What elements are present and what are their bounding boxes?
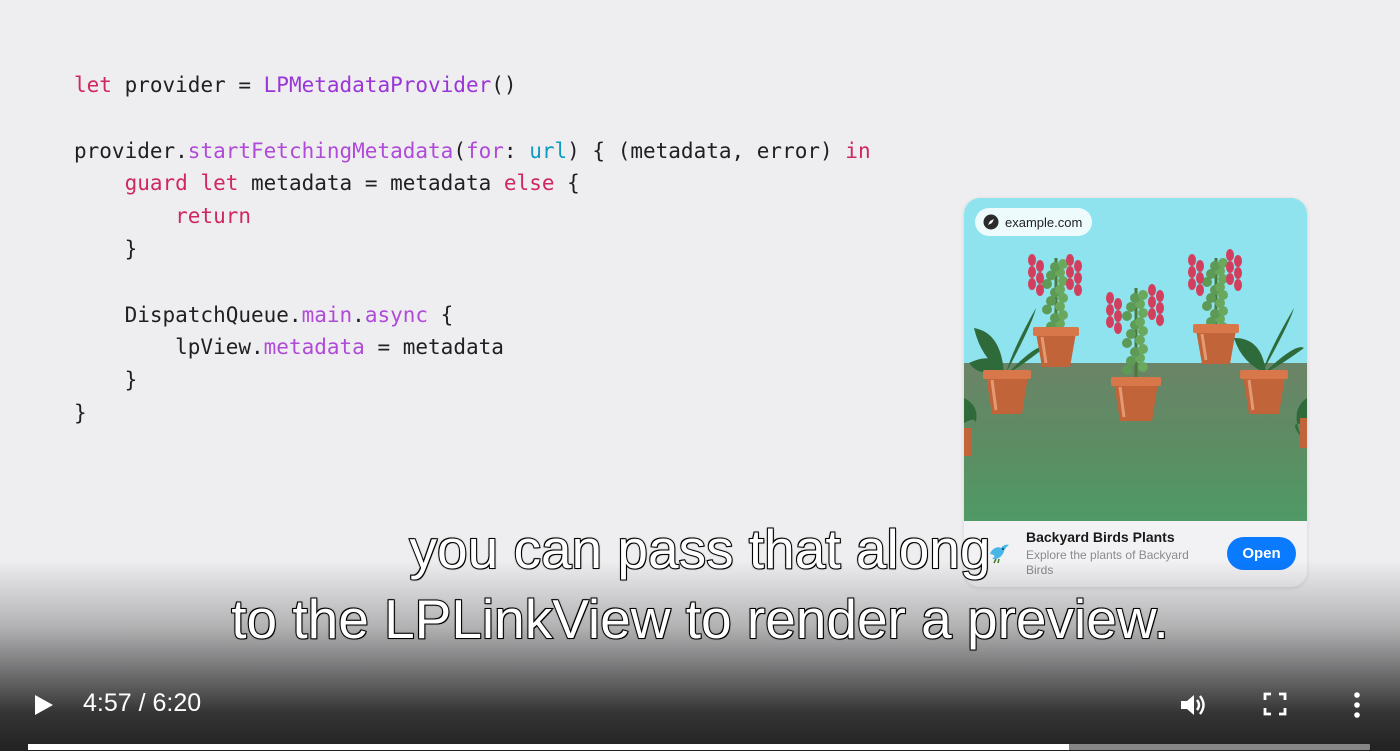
code-token: let — [74, 73, 112, 97]
progress-fill — [28, 744, 1070, 750]
code-line: return — [74, 200, 871, 233]
play-icon[interactable] — [30, 692, 56, 718]
code-token: ( — [453, 138, 466, 163]
code-line: } — [74, 364, 871, 397]
code-line: } — [74, 233, 871, 266]
code-token: startFetchingMetadata — [187, 138, 454, 163]
code-token: lpView. — [74, 335, 264, 360]
domain-pill: example.com — [975, 208, 1093, 236]
compass-icon — [983, 214, 999, 230]
code-token: ) { (metadata, error) — [567, 138, 846, 163]
code-snippet: let provider = LPMetadataProvider()​prov… — [74, 69, 871, 430]
code-token: } — [74, 368, 138, 393]
code-token — [188, 171, 201, 195]
more-vertical-icon[interactable] — [1346, 690, 1368, 720]
code-token: } — [74, 236, 138, 261]
code-token: return — [175, 204, 252, 229]
code-token: () — [491, 73, 517, 97]
code-line: provider.startFetchingMetadata(for: url)… — [74, 135, 871, 168]
link-preview-card[interactable]: example.com Backyard Birds Plants Explor… — [964, 198, 1307, 587]
code-line: ​ — [74, 266, 871, 299]
code-token: LPMetadataProvider — [263, 73, 492, 97]
code-token: { — [554, 171, 580, 196]
code-token — [74, 204, 175, 228]
code-token: let — [200, 171, 239, 196]
code-token: DispatchQueue. — [74, 302, 302, 327]
code-token — [74, 171, 125, 195]
code-line: lpView.metadata = metadata — [74, 331, 871, 364]
code-line: } — [74, 397, 871, 430]
code-line: let provider = LPMetadataProvider() — [74, 69, 871, 102]
code-token: in — [845, 138, 871, 163]
code-line: DispatchQueue.main.async { — [74, 299, 871, 332]
code-token: } — [74, 400, 87, 425]
fullscreen-icon[interactable] — [1262, 691, 1288, 717]
code-token: { — [428, 302, 454, 327]
volume-icon[interactable] — [1178, 690, 1208, 720]
code-token: provider. — [74, 138, 188, 163]
code-token: async — [364, 302, 429, 327]
code-line: guard let metadata = metadata else { — [74, 167, 871, 200]
code-token: guard — [124, 171, 188, 196]
code-token: metadata — [263, 335, 365, 360]
time-display: 4:57 / 6:20 — [83, 689, 202, 717]
domain-label: example.com — [1005, 214, 1083, 230]
progress-bar[interactable] — [28, 744, 1370, 750]
code-token: = metadata — [364, 335, 504, 360]
code-token: main — [301, 302, 353, 327]
code-token: . — [352, 302, 365, 327]
code-token: else — [503, 171, 555, 196]
code-token: metadata = metadata — [238, 171, 504, 196]
code-token: : — [503, 138, 530, 163]
player-controls: 4:57 / 6:20 — [0, 680, 1400, 730]
card-title: Backyard Birds Plants — [1026, 529, 1175, 545]
code-token: provider = — [111, 73, 264, 97]
code-token: url — [529, 138, 568, 163]
plants-illustration — [964, 198, 1307, 521]
code-line: ​ — [74, 102, 871, 135]
code-token: for — [465, 138, 504, 163]
subtitle-line-2: to the LPLinkView to render a preview. — [230, 587, 1170, 651]
subtitle-line-1: you can pass that along — [409, 517, 992, 581]
